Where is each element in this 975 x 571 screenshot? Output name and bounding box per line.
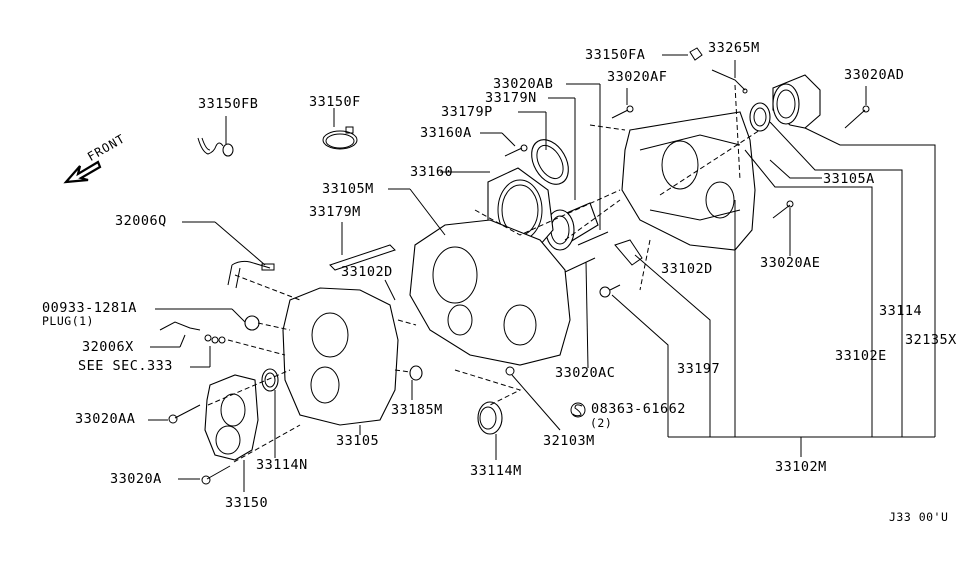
- seal-33185m-part: [409, 365, 423, 381]
- bolt-33020af-part: [611, 105, 634, 119]
- part-label-33265m[interactable]: 33265M: [708, 40, 760, 56]
- part-label-33020ac[interactable]: 33020AC: [555, 365, 616, 381]
- leader-lines: [148, 54, 936, 492]
- cover-33150-part: [204, 374, 259, 461]
- part-label-32006q[interactable]: 32006Q: [115, 213, 167, 229]
- plug-00933-part: [244, 315, 260, 331]
- bolt-33020ae-part: [772, 200, 794, 219]
- ring-33150f-part: [322, 108, 358, 150]
- part-label-33160[interactable]: 33160: [410, 164, 454, 180]
- part-label-32103m[interactable]: 32103M: [543, 433, 595, 449]
- part-label-33179p[interactable]: 33179P: [441, 104, 493, 120]
- part-label-33020a[interactable]: 33020A: [110, 471, 162, 487]
- part-label-33020aa[interactable]: 33020AA: [75, 411, 136, 427]
- part-label-33185m[interactable]: 33185M: [391, 402, 443, 418]
- part-label-32135x[interactable]: 32135X: [905, 332, 957, 348]
- harness-32006q-part: [227, 260, 275, 289]
- part-label-33160a[interactable]: 33160A: [420, 125, 472, 141]
- front-housing-33105-part: [282, 287, 399, 426]
- part-label-33105a[interactable]: 33105A: [823, 171, 875, 187]
- part-label-00933-1281a[interactable]: 00933-1281A: [42, 300, 137, 316]
- bolt-33020a-part: [201, 465, 231, 485]
- part-label-33020ab[interactable]: 33020AB: [493, 76, 554, 92]
- part-label-33114n[interactable]: 33114N: [256, 457, 308, 473]
- plate-33102d-part: [614, 239, 643, 266]
- part-label-33179n[interactable]: 33179N: [485, 90, 537, 106]
- part-label-33102d-right[interactable]: 33102D: [661, 261, 713, 277]
- part-label-33150fb[interactable]: 33150FB: [198, 96, 259, 112]
- part-label-33102m[interactable]: 33102M: [775, 459, 827, 475]
- seal-33114m-part: [477, 401, 503, 435]
- assembly-lines: [207, 84, 761, 463]
- seal-33179p-part: [531, 139, 569, 185]
- part-label-33020af[interactable]: 33020AF: [607, 69, 668, 85]
- part-label-33150fa[interactable]: 33150FA: [585, 47, 646, 63]
- part-label-32006x[interactable]: 32006X: [82, 339, 134, 355]
- bolt-33020ad-part: [844, 105, 870, 129]
- part-label-08363-61662[interactable]: 08363-61662: [591, 401, 686, 417]
- bolt-33020ac-part: [564, 231, 609, 273]
- standard-part-s-icon: [570, 402, 586, 418]
- rear-housing-part: [621, 111, 756, 251]
- diagram-code: J33 00'U: [889, 510, 949, 524]
- part-label-33102e[interactable]: 33102E: [835, 348, 887, 364]
- part-label-33114[interactable]: 33114: [879, 303, 923, 319]
- part-label-33197[interactable]: 33197: [677, 361, 721, 377]
- part-label-33105[interactable]: 33105: [336, 433, 380, 449]
- clip-33150fa-part: [689, 47, 703, 61]
- bracket-33265m-part: [711, 69, 748, 94]
- part-label-33150f[interactable]: 33150F: [309, 94, 361, 110]
- part-note-quantity: (2): [590, 416, 613, 430]
- middle-housing-33105m-part: [409, 219, 571, 366]
- front-arrow-icon: [63, 160, 102, 184]
- part-label-33114m[interactable]: 33114M: [470, 463, 522, 479]
- seal-33114n-part: [261, 368, 279, 392]
- plug-32103m-part: [505, 366, 515, 376]
- part-note-plug: PLUG(1): [42, 314, 94, 328]
- seal-33105a-part: [749, 102, 771, 132]
- strip-33179m-part: [329, 244, 396, 271]
- part-label-33150[interactable]: 33150: [225, 495, 269, 511]
- part-label-33020ad[interactable]: 33020AD: [844, 67, 905, 83]
- part-label-33179m[interactable]: 33179M: [309, 204, 361, 220]
- bolt-08363-part: [599, 284, 621, 298]
- part-label-33105m[interactable]: 33105M: [322, 181, 374, 197]
- part-label-33020ae[interactable]: 33020AE: [760, 255, 821, 271]
- sensor-32006x-part: [159, 321, 226, 344]
- bolt-33020aa-part: [168, 404, 201, 424]
- bolt-33160a-part: [504, 144, 528, 157]
- bearing-33020ad-part: [772, 74, 821, 129]
- part-label-33102d-left[interactable]: 33102D: [341, 264, 393, 280]
- see-section-reference[interactable]: SEE SEC.333: [78, 358, 173, 374]
- bearing-33179n-part: [545, 202, 599, 251]
- clip-33150fb-part: [197, 116, 234, 157]
